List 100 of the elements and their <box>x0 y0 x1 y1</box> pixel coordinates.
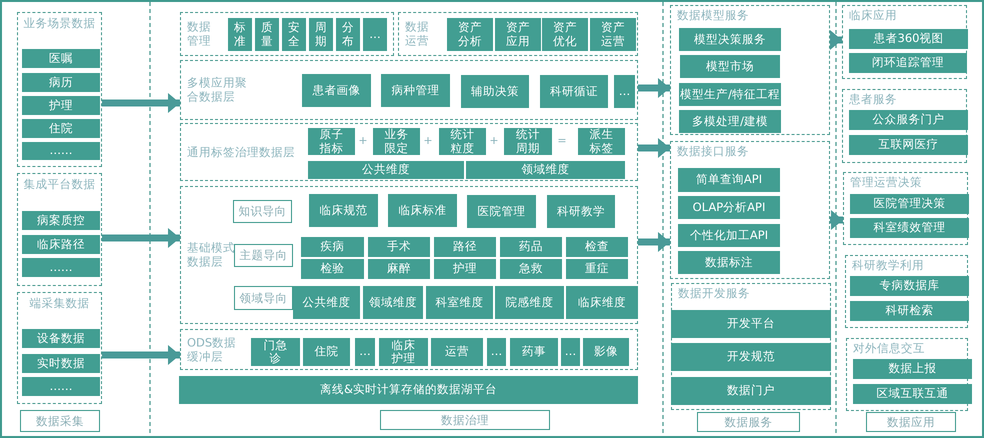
filled-box <box>301 237 364 257</box>
box-label: 领域维度 <box>522 163 570 177</box>
box-label: 急救 <box>519 262 543 276</box>
box-label: 病案质控 <box>37 214 85 228</box>
group-title: 患者服务 <box>849 92 897 106</box>
block-arrow <box>102 228 180 248</box>
box-label: 数据上报 <box>888 362 936 376</box>
box-label: 离线&实时计算存储的数据湖平台 <box>320 383 497 397</box>
box-label: 数据应用 <box>887 414 935 430</box>
box-label: 护理 <box>49 98 73 112</box>
box-label: 统计周期 <box>516 128 540 155</box>
box-label: 开发规范 <box>727 350 775 364</box>
filled-box <box>547 195 615 228</box>
filled-box <box>853 359 972 379</box>
filled-box <box>22 142 100 160</box>
box-label: 实时数据 <box>37 356 85 370</box>
group-title: 数据运营 <box>405 20 430 48</box>
filled-box <box>302 74 371 107</box>
filled-box <box>495 18 541 51</box>
filled-box <box>251 338 300 366</box>
filled-box <box>363 18 387 51</box>
box-label: 领域维度 <box>369 296 417 310</box>
filled-box <box>439 128 486 155</box>
box-label: 临床规范 <box>320 204 368 218</box>
box-label: OLAP分析API <box>692 200 766 214</box>
group-title: 多模应用聚合数据层 <box>187 76 248 104</box>
filled-box <box>368 237 430 257</box>
group-title: 科研教学利用 <box>852 258 924 272</box>
filled-box <box>434 259 496 279</box>
box-label: 数据采集 <box>36 414 84 428</box>
box-label: 模型市场 <box>706 60 754 74</box>
box-label: 业务限定 <box>384 128 409 155</box>
filled-box <box>679 28 781 51</box>
box-label: 住院 <box>49 122 73 136</box>
filled-box <box>614 75 635 108</box>
box-label: 知识导向 <box>238 204 286 219</box>
filled-box <box>255 18 279 51</box>
filled-box <box>431 338 483 366</box>
filled-box <box>566 286 638 319</box>
box-label: 公共维度 <box>302 296 350 310</box>
filled-box <box>22 49 100 68</box>
dashed-group-box <box>180 60 638 120</box>
filled-box <box>426 286 493 319</box>
dashed-group-box <box>180 186 638 324</box>
box-label: 科研检索 <box>886 304 934 318</box>
dashed-group-box <box>180 12 394 56</box>
block-arrow <box>830 30 842 50</box>
box-label: 辅助决策 <box>471 84 519 98</box>
filled-box <box>540 75 608 108</box>
filled-box <box>379 338 428 366</box>
dashed-group-box <box>670 5 830 135</box>
filled-box <box>561 338 580 366</box>
box-label: 数据服务 <box>724 414 772 430</box>
filled-box <box>671 377 831 405</box>
box-label: 麻醉 <box>387 262 411 276</box>
filled-box <box>282 18 306 51</box>
box-label: 开发平台 <box>727 317 775 331</box>
dashed-group-box <box>842 5 967 79</box>
label-box <box>866 412 956 432</box>
box-label: 主题导向 <box>240 248 288 263</box>
box-label: 路径 <box>453 240 477 254</box>
box-label: 数据门户 <box>727 384 775 398</box>
box-label: … <box>369 28 381 42</box>
dashed-group-box <box>17 12 102 167</box>
label-box <box>20 410 100 432</box>
group-title: 基础模式数据层 <box>187 240 236 270</box>
dashed-group-box <box>671 283 831 410</box>
box-label: … <box>490 345 502 359</box>
filled-box <box>566 259 628 279</box>
filled-box <box>678 224 780 247</box>
filled-box <box>850 194 969 214</box>
filled-box <box>309 18 333 51</box>
box-label: 住院 <box>314 345 338 359</box>
box-label: 护理 <box>453 262 477 276</box>
box-label: 周期 <box>315 21 327 48</box>
box-label: 病历 <box>49 76 73 90</box>
label-box <box>697 412 800 432</box>
box-label: 门急诊 <box>263 338 288 366</box>
box-label: 闭环追踪管理 <box>872 56 944 70</box>
box-label: 数据治理 <box>441 412 489 428</box>
box-label: …… <box>50 260 72 274</box>
filled-box <box>22 329 100 348</box>
box-label: 药品 <box>519 240 543 254</box>
box-label: 临床维度 <box>578 296 626 310</box>
box-label: 科研教学 <box>557 204 605 218</box>
box-label: 模型生产/特征工程 <box>680 88 780 102</box>
box-label: 科研循证 <box>550 84 598 98</box>
dashed-group-box <box>17 292 102 404</box>
box-label: … <box>564 345 576 359</box>
filled-box <box>583 338 629 366</box>
box-label: 临床护理 <box>391 338 416 366</box>
box-label: … <box>359 345 371 359</box>
box-label: 互联网医疗 <box>878 138 938 152</box>
filled-box <box>381 74 450 107</box>
label-box <box>233 200 292 223</box>
filled-box <box>293 286 360 319</box>
box-label: 多模处理/建模 <box>692 114 768 128</box>
box-label: 科室绩效管理 <box>874 221 946 235</box>
group-title: 集成平台数据 <box>22 177 96 192</box>
box-label: 资产运营 <box>600 21 626 48</box>
